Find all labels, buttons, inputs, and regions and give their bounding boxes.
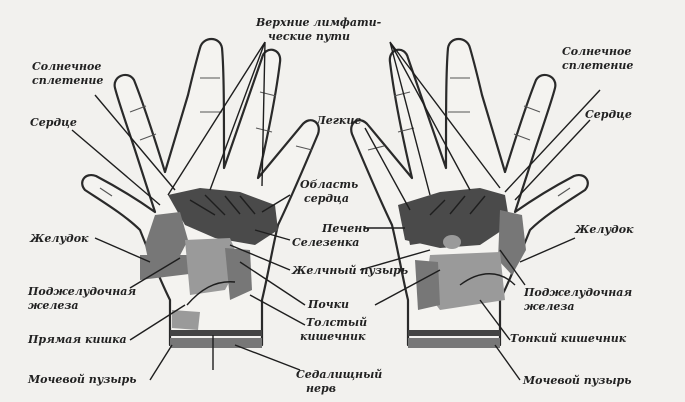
label-colon-1: Толстый <box>306 316 367 329</box>
label-lungs: Легкие <box>315 114 361 127</box>
label-pancreas-right-2: железа <box>524 300 575 313</box>
label-spleen: Селезенка <box>292 236 359 249</box>
label-solar-left-1: Солнечное <box>32 60 101 73</box>
label-pancreas-left-2: железа <box>28 299 79 312</box>
label-solar-right-1: Солнечное <box>562 45 631 58</box>
label-heart-area-2: сердца <box>304 192 349 205</box>
label-stomach-left: Желудок <box>29 232 89 245</box>
label-bladder-right: Мочевой пузырь <box>522 374 632 387</box>
label-solar-left-2: сплетение <box>32 74 103 87</box>
label-sciatic-2: нерв <box>306 382 336 395</box>
label-pancreas-right-1: Поджелудочная <box>523 286 632 299</box>
label-lymph-1: Верхние лимфати- <box>255 16 382 29</box>
label-colon-2: кишечник <box>300 330 366 343</box>
label-liver: Печень <box>321 222 370 235</box>
label-solar-right-2: сплетение <box>562 59 633 72</box>
label-heart-left: Сердце <box>30 116 77 129</box>
label-stomach-right: Желудок <box>574 223 634 236</box>
label-pancreas-left-1: Поджелудочная <box>27 285 136 298</box>
label-heart-right: Сердце <box>585 108 632 121</box>
label-sciatic-1: Седалищный <box>296 368 382 381</box>
label-gallbladder: Желчный пузырь <box>291 264 408 277</box>
label-bladder-left: Мочевой пузырь <box>27 373 137 386</box>
label-lymph-2: ческие пути <box>268 30 350 43</box>
label-rectum: Прямая кишка <box>27 333 127 346</box>
label-small-intestine: Тонкий кишечник <box>510 332 627 345</box>
label-heart-area-1: Область <box>300 178 358 191</box>
label-kidneys: Почки <box>307 298 349 311</box>
